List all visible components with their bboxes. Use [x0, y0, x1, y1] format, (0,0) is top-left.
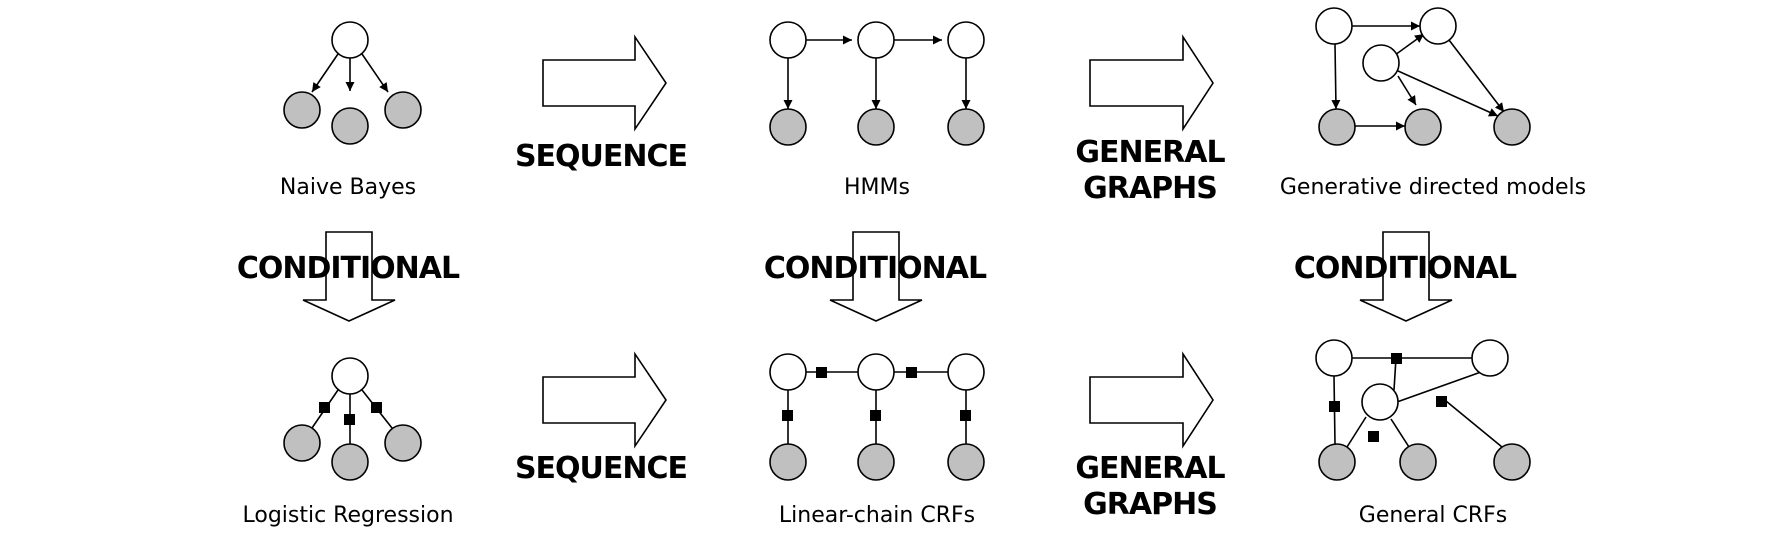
observed-node [384, 424, 422, 462]
observed-node [1493, 108, 1531, 146]
latent-node [857, 353, 895, 391]
naive-bayes-label: Naive Bayes [280, 175, 416, 200]
general-crfs-label: General CRFs [1359, 503, 1507, 528]
factor-node [319, 402, 330, 413]
general-graphs-label-top-line2: GRAPHS [1083, 171, 1217, 206]
latent-node [1362, 44, 1400, 82]
factor-node [782, 410, 793, 421]
latent-node [1471, 339, 1509, 377]
general-graphs-label-bottom-line1: GENERAL [1075, 451, 1225, 486]
linear-chain-crf-graph [769, 353, 985, 481]
observed-node [769, 108, 807, 146]
hmm-graph [769, 21, 985, 146]
latent-node [769, 21, 807, 59]
sequence-arrow-top [542, 34, 667, 132]
conditional-arrow-left [302, 231, 396, 322]
hmms-label: HMMs [844, 175, 910, 200]
factor-node [1391, 353, 1402, 364]
generative-directed-label: Generative directed models [1280, 175, 1586, 200]
observed-node [947, 108, 985, 146]
directed-edge [1331, 43, 1341, 110]
latent-node [947, 353, 985, 391]
conditional-arrow-right [1359, 231, 1453, 322]
directed-edge [1448, 39, 1505, 113]
factor-node [344, 414, 355, 425]
latent-node [857, 21, 895, 59]
directed-edge [1397, 75, 1417, 106]
directed-edge [311, 53, 339, 93]
observed-node [1318, 108, 1356, 146]
linear-chain-crfs-label: Linear-chain CRFs [779, 503, 975, 528]
general-crf-graph [1315, 339, 1531, 481]
logistic-regression-graph [283, 357, 422, 481]
factor-node [1368, 431, 1379, 442]
latent-node [1419, 7, 1457, 45]
factor-node [371, 402, 382, 413]
factor-node [1436, 396, 1447, 407]
directed-edge [1394, 33, 1425, 56]
undirected-edge [1396, 371, 1482, 403]
generative-directed-graph [1315, 7, 1531, 146]
sequence-label-top: SEQUENCE [515, 139, 687, 174]
observed-node [1318, 443, 1356, 481]
sequence-arrow-bottom [542, 351, 667, 449]
undirected-edge [1390, 418, 1410, 448]
observed-node [1493, 443, 1531, 481]
observed-node [283, 91, 321, 129]
observed-node [857, 108, 895, 146]
sequence-label-bottom: SEQUENCE [515, 451, 687, 486]
latent-node [1361, 383, 1399, 421]
observed-node [857, 443, 895, 481]
conditional-label-right: CONDITIONAL [1294, 251, 1517, 286]
factor-node [960, 410, 971, 421]
directed-edge [361, 53, 389, 93]
naive-bayes-graph [283, 21, 422, 145]
directed-edge [1395, 69, 1499, 117]
general-graphs-label-top-line1: GENERAL [1075, 135, 1225, 170]
undirected-edge [1346, 416, 1367, 448]
general-graphs-arrow-bottom [1089, 351, 1214, 449]
factor-node [906, 367, 917, 378]
observed-node [331, 107, 369, 145]
factor-node [816, 367, 827, 378]
observed-node [331, 443, 369, 481]
conditional-label-left: CONDITIONAL [237, 251, 460, 286]
observed-node [384, 91, 422, 129]
conditional-label-middle: CONDITIONAL [764, 251, 987, 286]
general-graphs-label-bottom-line2: GRAPHS [1083, 487, 1217, 522]
undirected-edge [1445, 400, 1503, 448]
latent-node [769, 353, 807, 391]
observed-node [283, 424, 321, 462]
latent-node [1315, 7, 1353, 45]
conditional-arrow-middle [829, 231, 923, 322]
observed-node [1404, 108, 1442, 146]
observed-node [769, 443, 807, 481]
factor-node [870, 410, 881, 421]
latent-node [331, 357, 369, 395]
observed-node [1399, 443, 1437, 481]
observed-node [947, 443, 985, 481]
latent-node [331, 21, 369, 59]
logistic-regression-label: Logistic Regression [242, 503, 453, 528]
latent-node [947, 21, 985, 59]
latent-node [1315, 339, 1353, 377]
factor-node [1329, 401, 1340, 412]
general-graphs-arrow-top [1089, 34, 1214, 132]
